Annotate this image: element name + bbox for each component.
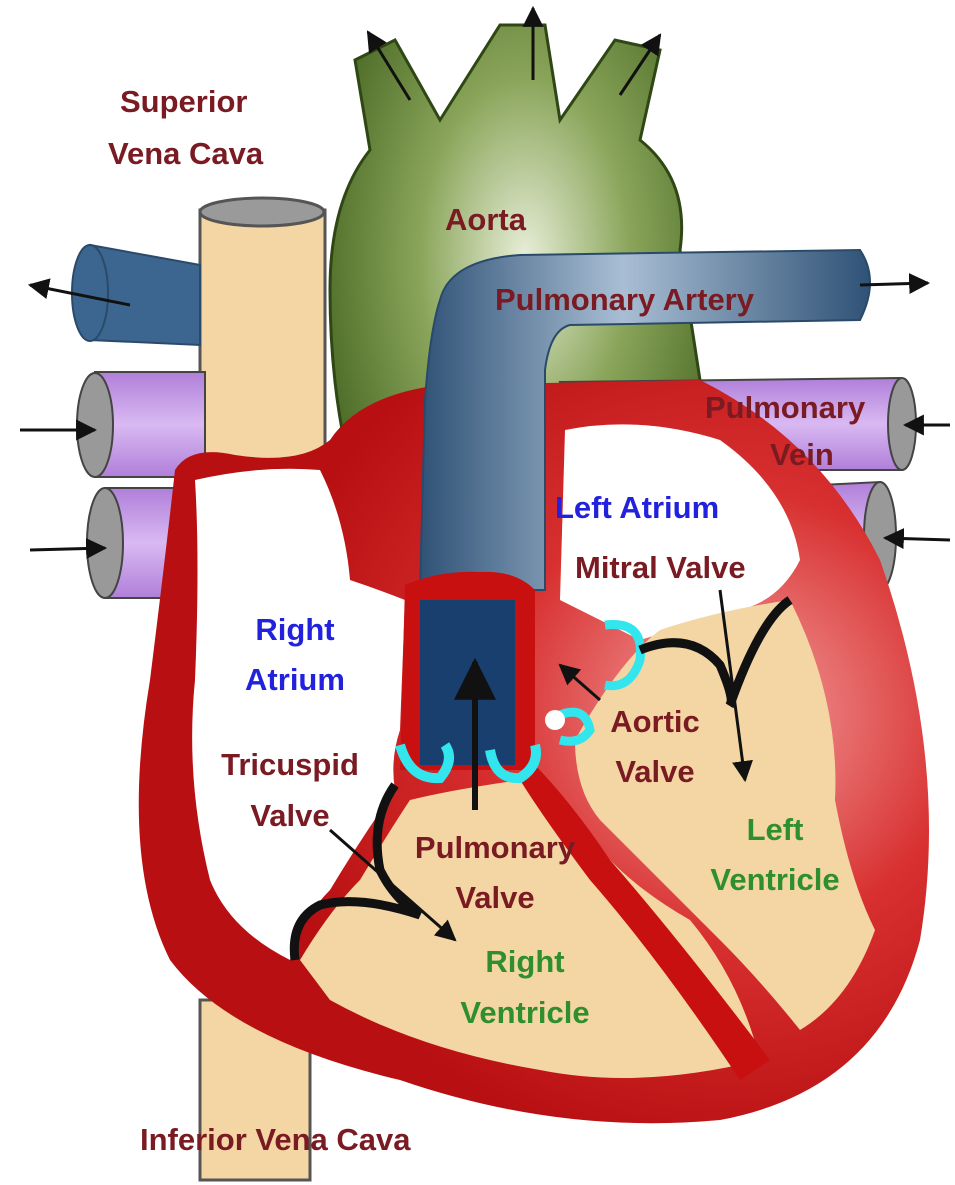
right-atrium-label-1: Right bbox=[230, 610, 360, 650]
aortic-valve-label-1: Aortic bbox=[590, 702, 720, 742]
pulmonary-artery-left-branch bbox=[72, 245, 200, 345]
inferior-vena-cava-label: Inferior Vena Cava bbox=[140, 1120, 411, 1160]
superior-vena-cava-label-2: Vena Cava bbox=[108, 134, 263, 174]
tricuspid-valve-label-1: Tricuspid bbox=[195, 745, 385, 785]
pulmonary-vein-label-2: Vein bbox=[770, 435, 834, 475]
pulmonary-artery-label: Pulmonary Artery bbox=[495, 280, 754, 320]
left-ventricle-label-2: Ventricle bbox=[690, 860, 860, 900]
right-ventricle-label-2: Ventricle bbox=[440, 993, 610, 1033]
aortic-valve-label-2: Valve bbox=[590, 752, 720, 792]
pulmonary-valve-label-1: Pulmonary bbox=[395, 828, 595, 868]
superior-vena-cava-label-1: Superior bbox=[120, 82, 247, 122]
mitral-valve-label: Mitral Valve bbox=[575, 548, 746, 588]
pulmonary-valve-label-2: Valve bbox=[395, 878, 595, 918]
left-atrium-label: Left Atrium bbox=[555, 488, 719, 528]
right-atrium-label-2: Atrium bbox=[230, 660, 360, 700]
pulmonary-vein-label-1: Pulmonary bbox=[705, 388, 865, 428]
left-ventricle-label-1: Left bbox=[690, 810, 860, 850]
aorta-label: Aorta bbox=[445, 200, 526, 240]
right-ventricle-label-1: Right bbox=[440, 942, 610, 982]
tricuspid-valve-label-2: Valve bbox=[195, 796, 385, 836]
